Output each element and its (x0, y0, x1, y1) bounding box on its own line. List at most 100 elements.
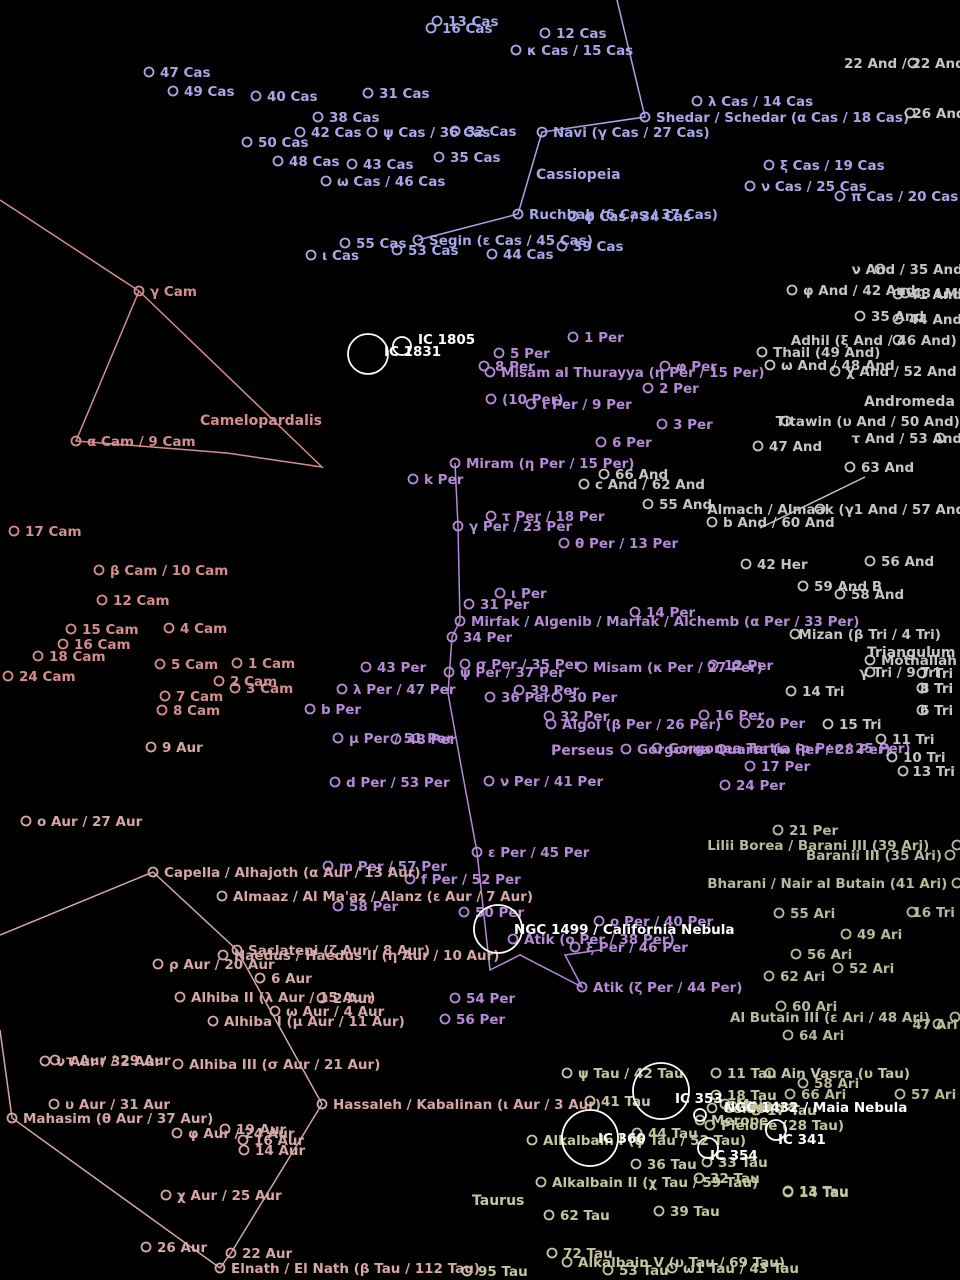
star-marker-30-per[interactable] (551, 691, 563, 703)
star-marker-16-aur[interactable] (237, 1134, 249, 1146)
star-marker-cas-20-cas[interactable] (834, 190, 846, 202)
star-marker-1-per[interactable] (567, 331, 579, 343)
star-marker-53-cas[interactable] (391, 244, 403, 256)
star-marker-26-aur[interactable] (140, 1241, 152, 1253)
star-marker-41-and[interactable] (892, 288, 904, 300)
star-marker-lilii-borea-barani-iii-39-ari[interactable] (951, 839, 960, 851)
star-marker-cas-34-cas[interactable] (567, 210, 579, 222)
star-marker-1-tau-43-tau[interactable] (666, 1262, 678, 1274)
star-marker-8-per[interactable] (478, 360, 490, 372)
star-marker-b-per[interactable] (304, 703, 316, 715)
star-marker-12-cam[interactable] (96, 594, 108, 606)
nebula-marker-ngc-1499-california-nebula[interactable] (473, 904, 523, 954)
star-marker-62-ari[interactable] (763, 970, 775, 982)
star-marker-16-cam[interactable] (57, 638, 69, 650)
star-marker-17-cam[interactable] (8, 525, 20, 537)
star-marker-6-aur[interactable] (254, 972, 266, 984)
star-marker-63-and[interactable] (844, 461, 856, 473)
star-marker-mothallah[interactable] (864, 654, 876, 666)
star-marker-shedar-schedar-cas-18-cas[interactable] (639, 111, 651, 123)
nebula-marker-ic-354[interactable] (697, 1137, 719, 1159)
star-marker-22-and-22-and[interactable] (907, 57, 919, 69)
star-marker-aur-27-aur[interactable] (20, 815, 32, 827)
star-marker-almaaz-al-ma-az-alanz-aur-7-aur[interactable] (216, 890, 228, 902)
star-marker-bharani-nair-al-butain-41-ari[interactable] (951, 877, 960, 889)
star-marker-58-and[interactable] (834, 588, 846, 600)
star-marker-cas-46-cas[interactable] (320, 175, 332, 187)
star-marker-and-35-and[interactable] (874, 263, 886, 275)
star-marker-42-her[interactable] (740, 558, 752, 570)
star-marker-44-and[interactable] (892, 313, 904, 325)
star-marker-95-tau[interactable] (461, 1265, 473, 1277)
star-marker-2-cam[interactable] (213, 675, 225, 687)
star-marker-aur-20-aur[interactable] (152, 958, 164, 970)
star-marker-cas-14-cas[interactable] (691, 95, 703, 107)
star-marker-capella-alhajoth-aur-13-aur[interactable] (147, 866, 159, 878)
star-marker-aur-32-aur[interactable] (39, 1055, 51, 1067)
star-marker-3-cam[interactable] (229, 682, 241, 694)
nebula-marker-ic-1831[interactable] (347, 333, 389, 375)
star-marker-32-cas[interactable] (449, 125, 461, 137)
star-marker-35-cas[interactable] (433, 151, 445, 163)
star-marker-72-tau[interactable] (546, 1247, 558, 1259)
star-marker-6-tri[interactable] (916, 704, 928, 716)
star-marker-c-and-62-and[interactable] (578, 478, 590, 490)
star-marker-pleione-28-tau[interactable] (704, 1119, 716, 1131)
star-marker-aur-29-aur[interactable] (49, 1054, 61, 1066)
star-marker-52-ari[interactable] (832, 962, 844, 974)
star-marker-7-tri[interactable] (916, 667, 928, 679)
nebula-marker-ic-360[interactable] (561, 1109, 619, 1167)
star-marker-per-46-per[interactable] (569, 941, 581, 953)
star-marker-20-per[interactable] (739, 717, 751, 729)
star-marker-8-tri[interactable] (916, 682, 928, 694)
star-marker-mizan-tri-4-tri[interactable] (789, 628, 801, 640)
star-marker-66-and[interactable] (598, 468, 610, 480)
star-marker-o-per-40-per[interactable] (593, 915, 605, 927)
star-marker-alhiba-iii-aur-21-aur[interactable] (172, 1058, 184, 1070)
star-marker-35-and[interactable] (854, 310, 866, 322)
star-marker-navi-cas-27-cas[interactable] (536, 126, 548, 138)
star-marker-55-cas[interactable] (339, 237, 351, 249)
star-marker-atik-per-44-per[interactable] (576, 981, 588, 993)
star-marker-ruchbah-cas-37-cas[interactable] (512, 208, 524, 220)
star-marker-aur-31-aur[interactable] (48, 1098, 60, 1110)
star-marker-2-aur[interactable] (316, 992, 328, 1004)
star-marker-55-and[interactable] (642, 498, 654, 510)
nebula-marker-ngc-1432-maia-nebula[interactable] (693, 1108, 707, 1122)
star-marker-and-48-and[interactable] (764, 359, 776, 371)
star-marker-per-9-per[interactable] (525, 398, 537, 410)
star-marker-cas[interactable] (305, 249, 317, 261)
star-marker-11-tau[interactable] (710, 1067, 722, 1079)
star-marker-per-37-per[interactable] (443, 666, 455, 678)
star-marker-saclateni-aur-8-aur[interactable] (231, 944, 243, 956)
star-marker-13-cas[interactable] (431, 15, 443, 27)
star-marker-5-cam[interactable] (154, 658, 166, 670)
star-marker-misam-al-thurayya-per-15-per[interactable] (484, 366, 496, 378)
star-marker-and-42-and[interactable] (786, 284, 798, 296)
star-marker-thail-49-and[interactable] (756, 346, 768, 358)
star-marker-64-ari[interactable] (782, 1029, 794, 1041)
star-marker-49-ari[interactable] (840, 928, 852, 940)
star-marker-baranii-iii-35-ari[interactable] (944, 849, 956, 861)
star-marker-gorgonea-tertia-per-25-per[interactable] (651, 742, 663, 754)
star-marker-alkalbain-v-tau-69-tau[interactable] (561, 1256, 573, 1268)
star-marker-per-47-per[interactable] (336, 683, 348, 695)
star-marker-per-23-per[interactable] (452, 520, 464, 532)
star-marker-19-aur[interactable] (219, 1123, 231, 1135)
star-marker-14-tau[interactable] (782, 1186, 794, 1198)
star-marker-and-53-and[interactable] (934, 432, 946, 444)
star-marker-tri-9-tri[interactable] (864, 666, 876, 678)
star-marker-47-ari[interactable] (932, 1018, 944, 1030)
star-marker-per-13-per[interactable] (558, 537, 570, 549)
star-marker-50-cas[interactable] (241, 136, 253, 148)
star-marker-16-cas[interactable] (425, 22, 437, 34)
star-marker-13-tri[interactable] (897, 765, 909, 777)
star-marker-1-cam[interactable] (231, 657, 243, 669)
star-marker-cas-15-cas[interactable] (510, 44, 522, 56)
star-marker-14-per[interactable] (629, 606, 641, 618)
star-marker-per-45-per[interactable] (471, 846, 483, 858)
star-marker-aur-24-aur[interactable] (171, 1127, 183, 1139)
star-marker-miram-per-15-per[interactable] (449, 457, 461, 469)
star-marker-aur-4-aur[interactable] (269, 1005, 281, 1017)
